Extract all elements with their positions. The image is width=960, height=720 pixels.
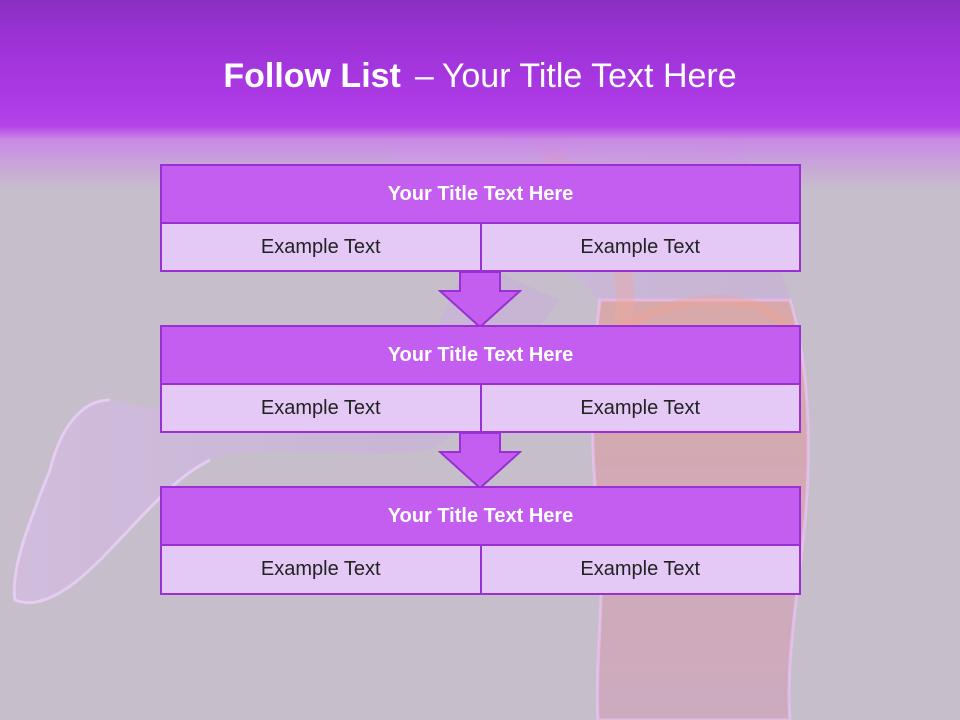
block-right-text: Example Text xyxy=(479,385,800,431)
block-row: Example Text Example Text xyxy=(162,224,799,270)
down-arrow-icon xyxy=(438,271,522,329)
block-left-text: Example Text xyxy=(260,396,381,419)
block-title: Your Title Text Here xyxy=(162,166,799,224)
block-right-text: Example Text xyxy=(479,546,800,593)
header-band xyxy=(0,0,960,190)
list-block-1: Your Title Text Here Example Text Exampl… xyxy=(160,164,801,272)
list-block-3: Your Title Text Here Example Text Exampl… xyxy=(160,486,801,595)
slide-title-rest: Your Title Text Here xyxy=(441,57,737,95)
block-right-text: Example Text xyxy=(479,224,800,270)
slide-title: Follow List–Your Title Text Here xyxy=(0,52,960,100)
down-arrow-icon xyxy=(438,432,522,490)
block-left-text: Example Text xyxy=(260,558,381,580)
slide-title-dash: – xyxy=(414,57,434,95)
block-title: Your Title Text Here xyxy=(162,488,799,546)
slide-title-bold: Follow List xyxy=(223,57,401,95)
block-row: Example Text Example Text xyxy=(162,385,799,431)
list-block-2: Your Title Text Here Example Text Exampl… xyxy=(160,325,801,433)
block-row: Example Text Example Text xyxy=(162,546,799,593)
block-left-text: Example Text xyxy=(260,235,381,258)
block-title: Your Title Text Here xyxy=(162,327,799,385)
